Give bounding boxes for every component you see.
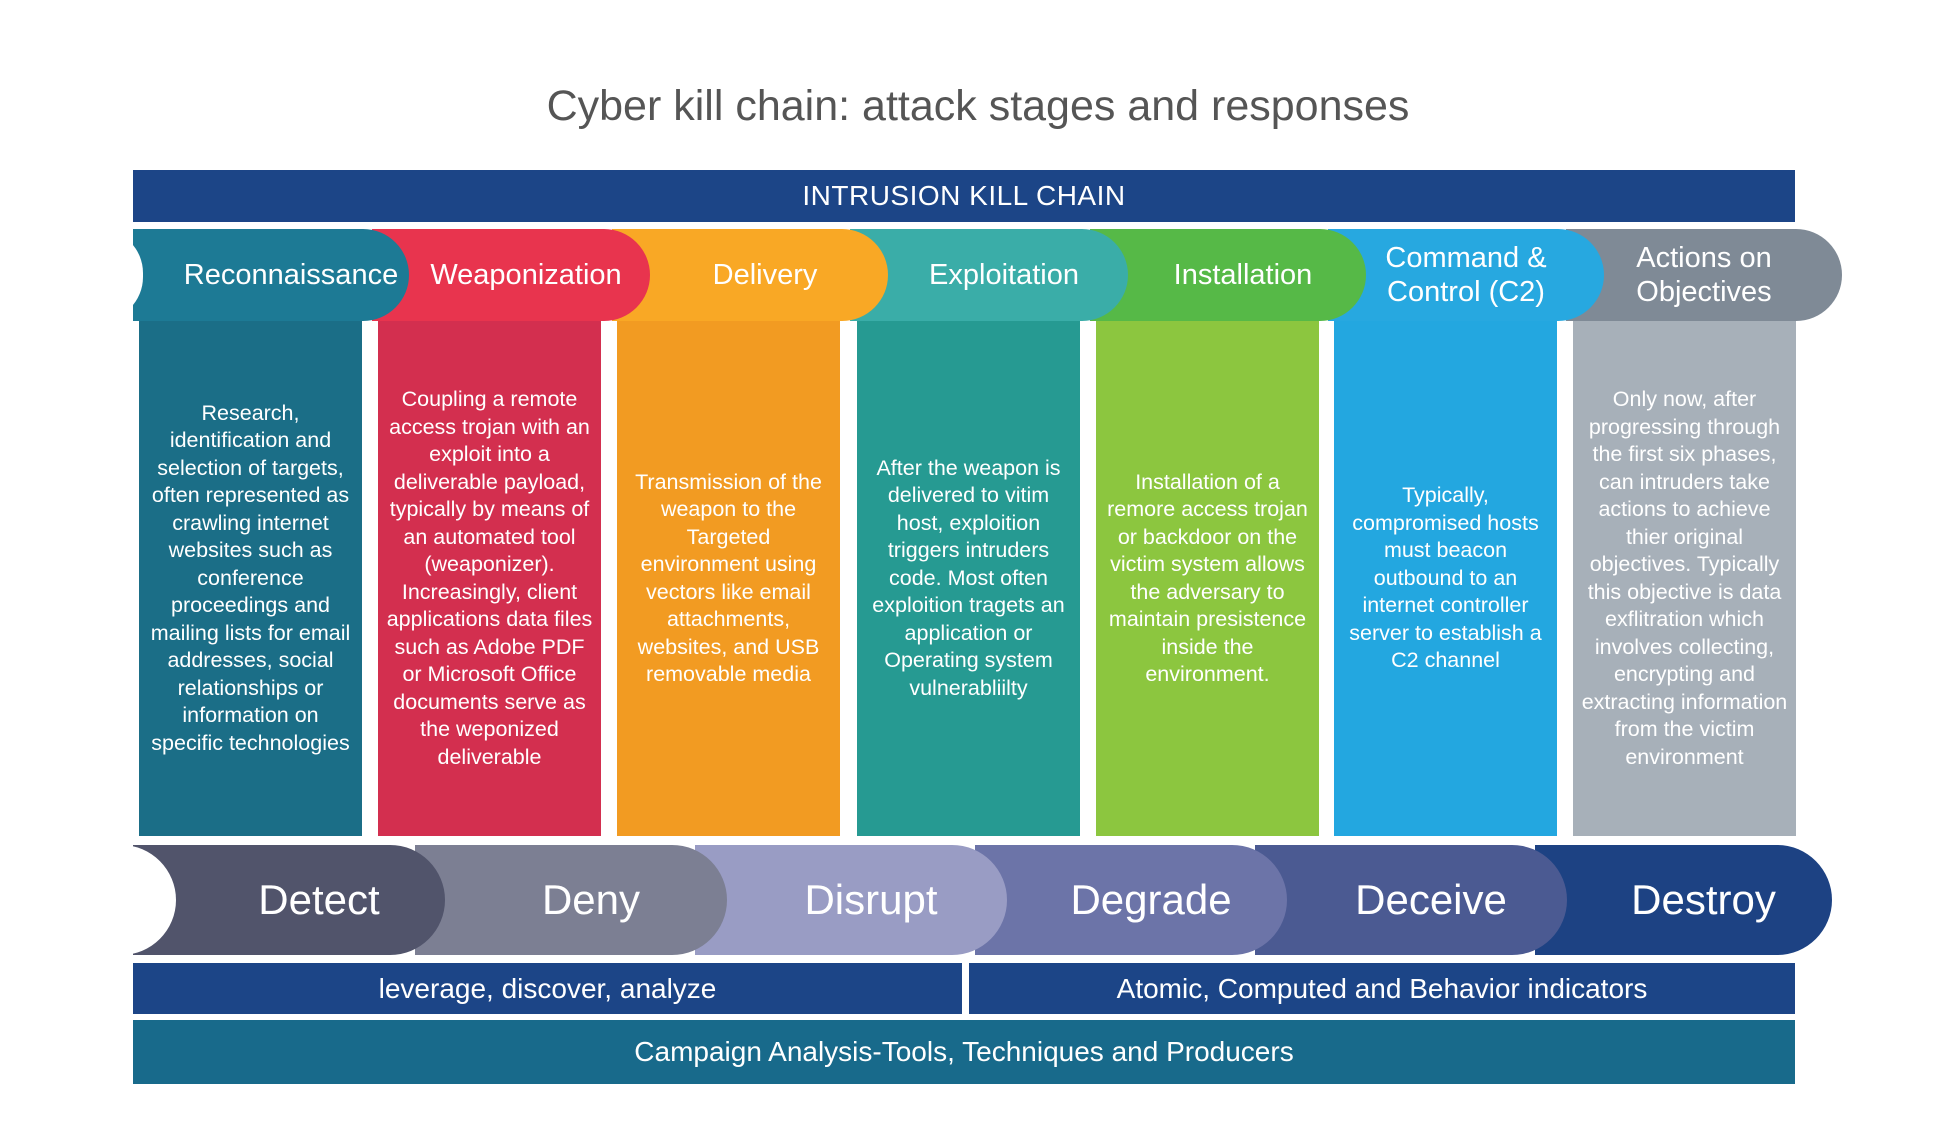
response-destroy: Destroy — [1535, 845, 1832, 955]
stage-description-reconnaissance: Research, identification and selection o… — [139, 321, 362, 836]
stage-description-command-control-c2: Typically, compromised hosts must beacon… — [1334, 321, 1557, 836]
stage-head-command-control-c2: Command & Control (C2) — [1328, 229, 1604, 321]
page-title: Cyber kill chain: attack stages and resp… — [546, 82, 1410, 130]
response-degrade: Degrade — [975, 845, 1287, 955]
stage-head-reconnaissance: Reconnaissance — [133, 229, 409, 321]
stage-description-exploitation: After the weapon is delivered to vitim h… — [857, 321, 1080, 836]
stage-head-actions-on-objectives: Actions on Objectives — [1566, 229, 1842, 321]
stage-head-weaponization: Weaponization — [372, 229, 650, 321]
response-deceive: Deceive — [1255, 845, 1567, 955]
stage-head-exploitation: Exploitation — [850, 229, 1128, 321]
indicators-right-banner: Atomic, Computed and Behavior indicators — [969, 963, 1795, 1014]
indicators-left-banner: leverage, discover, analyze — [133, 963, 962, 1014]
stage-head-delivery: Delivery — [612, 229, 888, 321]
stage-description-weaponization: Coupling a remote access trojan with an … — [378, 321, 601, 836]
stage-description-delivery: Transmission of the weapon to the Target… — [617, 321, 840, 836]
response-deny: Deny — [415, 845, 727, 955]
intrusion-kill-chain-banner: INTRUSION KILL CHAIN — [133, 170, 1795, 222]
stage-description-installation: Installation of a remore access trojan o… — [1096, 321, 1319, 836]
response-detect: Detect — [133, 845, 445, 955]
stage-head-installation: Installation — [1090, 229, 1366, 321]
campaign-analysis-banner: Campaign Analysis-Tools, Techniques and … — [133, 1020, 1795, 1084]
response-disrupt: Disrupt — [695, 845, 1007, 955]
stage-description-actions-on-objectives: Only now, after progressing through the … — [1573, 321, 1796, 836]
